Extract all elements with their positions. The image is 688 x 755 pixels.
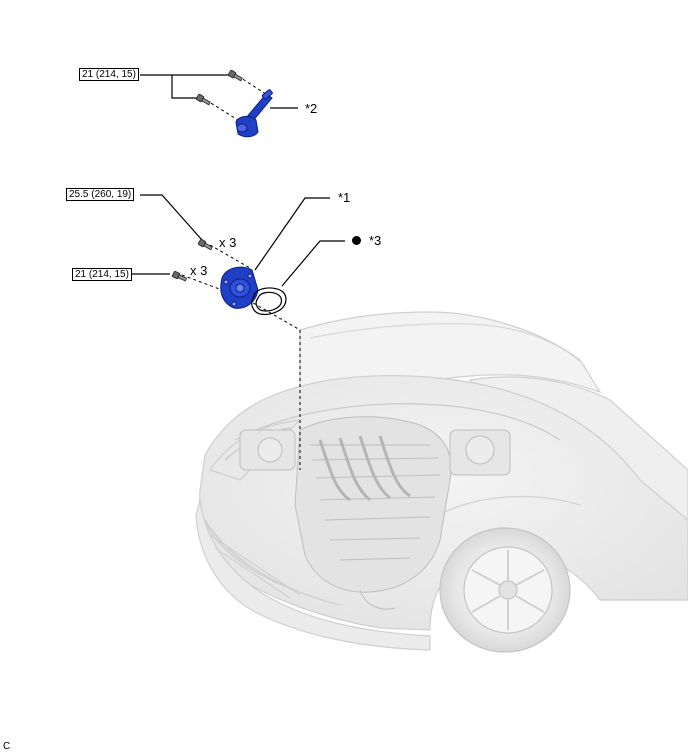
bolt-icon	[171, 270, 188, 282]
bolt-icon	[195, 93, 211, 106]
front-wheel	[439, 527, 571, 653]
torque-spec-top: 21 (214, 15)	[79, 68, 139, 81]
callout-part-2: *2	[305, 101, 318, 116]
bolts	[171, 69, 243, 282]
torque-spec-mid: 25.5 (260, 19)	[66, 188, 135, 201]
engine-assembly	[239, 416, 511, 610]
callout-part-3: *3	[369, 233, 382, 248]
part-1-component	[220, 266, 259, 309]
part-3-gasket	[251, 287, 287, 316]
torque-spec-low: 21 (214, 15)	[72, 268, 132, 281]
leader-lines	[130, 74, 345, 287]
quantity-lower-bolts: x 3	[190, 263, 208, 278]
quantity-upper-bolts: x 3	[219, 235, 237, 250]
filled-circle-icon	[352, 236, 361, 245]
bolt-icon	[227, 69, 243, 82]
part-2-component	[235, 89, 273, 138]
assembly-guide-lines	[181, 75, 301, 470]
corner-letter: C	[3, 741, 11, 752]
callout-part-1: *1	[338, 190, 351, 205]
callout-part-3-row: *3	[352, 234, 381, 248]
bolt-icon	[197, 238, 213, 251]
